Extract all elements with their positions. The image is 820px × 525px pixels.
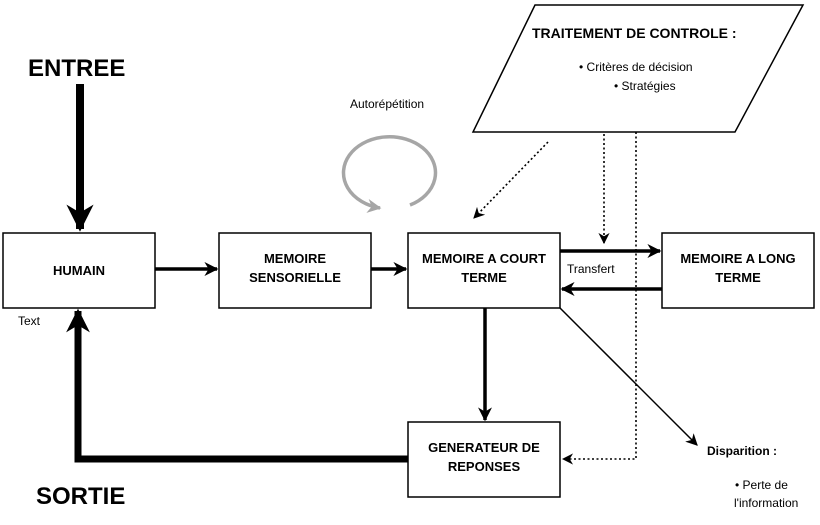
box-memoire-long-terme-line1: MEMOIRE A LONG (680, 251, 795, 266)
text-label: Text (18, 314, 41, 328)
box-memoire-sensorielle-line1: MEMOIRE (264, 251, 326, 266)
box-memoire-court-terme-line2: TERME (461, 270, 507, 285)
box-memoire-court-terme-line1: MEMOIRE A COURT (422, 251, 546, 266)
box-memoire-long-terme (661, 232, 815, 309)
box-memoire-sensorielle (218, 232, 372, 309)
dotted-arrow-controle-to-generateur (561, 132, 637, 465)
box-humain (2, 232, 156, 309)
controle-item-criteres: • Critères de décision (579, 60, 693, 74)
arrow-sortie-feedback (66, 308, 408, 463)
box-generateur-line2: REPONSES (448, 459, 521, 474)
autorepetition-label: Autorépétition (350, 97, 424, 111)
arrow-disparition (559, 307, 698, 446)
controle-item-strategies: • Stratégies (614, 79, 676, 93)
autorepetition-loop-arrow (341, 135, 438, 213)
box-memoire-court-terme (407, 232, 561, 309)
controle-title: TRAITEMENT DE CONTROLE : (532, 25, 737, 41)
transfert-label: Transfert (567, 262, 615, 276)
controle-parallelogram (471, 4, 805, 133)
disparition-item-perte: • Perte de (735, 478, 788, 492)
box-memoire-sensorielle-line2: SENSORIELLE (249, 270, 341, 285)
box-humain-label: HUMAIN (53, 263, 105, 278)
disparition-item-information: l'information (734, 496, 798, 510)
sortie-label: SORTIE (36, 483, 125, 510)
box-memoire-long-terme-line2: TERME (715, 270, 761, 285)
box-generateur (407, 421, 561, 498)
box-generateur-line1: GENERATEUR DE (428, 440, 540, 455)
dotted-arrow-controle-to-court-terme (473, 141, 549, 219)
entree-label: ENTREE (28, 55, 125, 82)
disparition-title: Disparition : (707, 444, 777, 458)
